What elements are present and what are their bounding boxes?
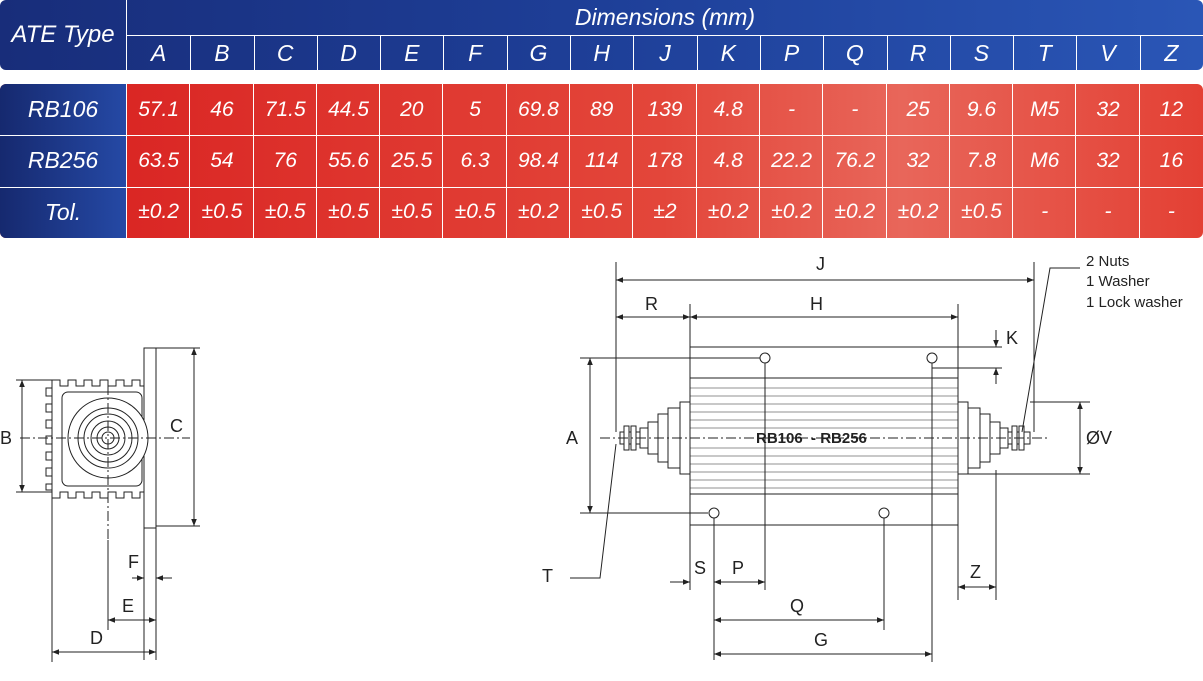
- label-c: C: [170, 416, 183, 436]
- nuts-note-3: 1 Lock washer: [1086, 294, 1183, 311]
- table-cell: ±0.5: [328, 200, 369, 224]
- table-cell: 139: [647, 97, 683, 121]
- table-cell: 6.3: [460, 148, 490, 172]
- label-f: F: [128, 552, 139, 572]
- table-cell: 22.2: [771, 148, 813, 172]
- row-label: Tol.: [44, 198, 82, 225]
- dimensions-header: Dimensions (mm): [574, 4, 756, 30]
- column-header-g: G: [529, 39, 548, 66]
- table-cell: ±0.5: [454, 200, 496, 224]
- table-cell: 12: [1159, 97, 1184, 121]
- table-cell: ±0.5: [201, 200, 243, 224]
- table-cell: ±0.2: [138, 200, 179, 224]
- column-header-d: D: [340, 39, 357, 66]
- table-cell: 44.5: [328, 97, 369, 121]
- column-header-r: R: [909, 39, 927, 66]
- label-q: Q: [790, 596, 804, 616]
- dimension-drawing: B C F E D J R H K A T S P Q G Z ØV RB106…: [0, 253, 1183, 662]
- table-cell: 16: [1159, 148, 1184, 172]
- label-r: R: [645, 294, 658, 314]
- column-header-j: J: [659, 39, 671, 66]
- label-z: Z: [970, 562, 981, 582]
- table-cell: M5: [1030, 97, 1060, 121]
- table-cell: 4.8: [713, 97, 743, 121]
- column-header-e: E: [404, 39, 420, 66]
- table-cell: ±0.2: [834, 200, 876, 224]
- table-cell: 4.8: [713, 148, 743, 172]
- label-d: D: [90, 628, 103, 648]
- table-cell: ±0.5: [581, 200, 623, 224]
- label-v: ØV: [1086, 428, 1112, 448]
- table-cell: 178: [647, 148, 683, 172]
- table-cell: ±0.5: [264, 200, 306, 224]
- ate-type-header: ATE Type: [11, 21, 115, 48]
- table-cell: 5: [469, 97, 481, 121]
- table-cell: -: [851, 97, 859, 121]
- table-cell: 32: [1096, 97, 1120, 121]
- side-view: [570, 262, 1090, 662]
- table-cell: 76.2: [834, 148, 876, 172]
- column-header-h: H: [593, 39, 610, 66]
- table-cell: ±0.2: [707, 200, 749, 224]
- column-header-s: S: [973, 39, 990, 66]
- table-cell: 32: [1096, 148, 1120, 172]
- table-cell: -: [1167, 200, 1175, 224]
- table-cell: ±2: [653, 200, 677, 224]
- table-cell: -: [1104, 200, 1112, 224]
- end-view: [16, 347, 200, 662]
- table-cell: ±0.2: [897, 200, 939, 224]
- label-g: G: [814, 630, 828, 650]
- table-cell: 7.8: [966, 148, 997, 172]
- table-cell: 9.6: [966, 97, 997, 121]
- label-h: H: [810, 294, 823, 314]
- row-label: RB106: [27, 96, 99, 123]
- table-cell: 69.8: [517, 97, 559, 121]
- table-cell: 54: [210, 148, 234, 172]
- column-header-b: B: [214, 39, 230, 66]
- column-header-p: P: [783, 39, 800, 66]
- column-header-c: C: [276, 39, 294, 66]
- table-cell: 55.6: [328, 148, 369, 172]
- table-cell: 25: [906, 97, 930, 121]
- column-header-a: A: [150, 39, 167, 66]
- column-header-f: F: [468, 39, 483, 66]
- table-cell: 57.1: [138, 97, 180, 121]
- table-cell: 32: [906, 148, 930, 172]
- table-cell: 89: [590, 97, 614, 121]
- nuts-note-1: 2 Nuts: [1086, 253, 1129, 270]
- table-cell: 25.5: [391, 148, 433, 172]
- model-label: RB106 - RB256: [756, 430, 867, 447]
- label-b: B: [0, 428, 12, 448]
- table-cell: 98.4: [517, 148, 559, 172]
- label-p: P: [732, 558, 744, 578]
- table-cell: -: [788, 97, 796, 121]
- table-cell: ±0.5: [391, 200, 433, 224]
- table-cell: ±0.2: [771, 200, 812, 224]
- column-header-k: K: [720, 39, 736, 66]
- column-header-q: Q: [845, 39, 864, 66]
- table-cell: 46: [210, 97, 234, 121]
- label-k: K: [1006, 328, 1018, 348]
- table-cell: 71.5: [264, 97, 306, 121]
- table-body: RB106 57.1 46 71.5 44.5 20 5 69.8 89 139 4.8 - - 25 9.…: [0, 84, 1203, 238]
- table-cell: ±0.2: [518, 200, 559, 224]
- label-e: E: [122, 596, 134, 616]
- column-header-z: Z: [1164, 39, 1179, 66]
- nuts-note-2: 1 Washer: [1086, 273, 1150, 290]
- table-cell: 20: [400, 97, 424, 121]
- column-header-v: V: [1100, 39, 1116, 66]
- table-cell: -: [1041, 200, 1049, 224]
- label-j: J: [816, 254, 825, 274]
- table-cell: 114: [584, 148, 619, 172]
- table-cell: 76: [273, 148, 297, 172]
- label-a: A: [566, 428, 578, 448]
- row-label: RB256: [27, 147, 99, 174]
- table-cell: M6: [1030, 148, 1060, 172]
- label-s: S: [694, 558, 706, 578]
- column-header-t: T: [1037, 39, 1052, 66]
- label-t: T: [542, 566, 553, 586]
- table-cell: ±0.5: [961, 200, 1002, 224]
- table-header: ATE Type Dimensions (mm) A B C D E F G H J K P Q R S T…: [0, 0, 1203, 70]
- table-cell: 63.5: [138, 148, 180, 172]
